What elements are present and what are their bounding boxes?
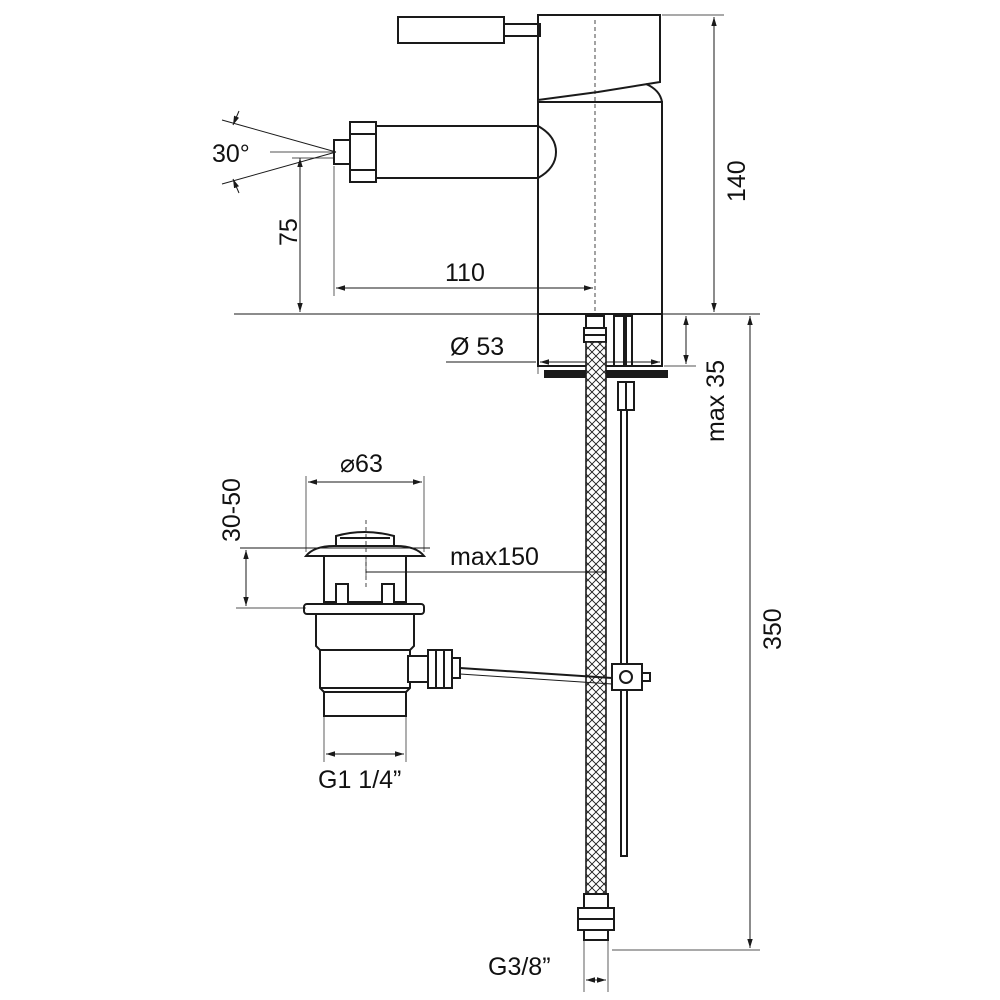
aerator-tip (333, 139, 351, 165)
waste-diameter-dimension: ⌀63 (305, 450, 425, 552)
max-thickness-dimension: max 35 (664, 316, 730, 442)
lever-pin (503, 23, 541, 37)
cap-rounded-side (645, 83, 663, 103)
total-height-dimension: 140 (662, 14, 751, 312)
spout-reach-label: 110 (445, 259, 485, 287)
hose-length-label: 350 (759, 608, 787, 650)
lever-handle (397, 16, 505, 44)
waste-washer (303, 603, 425, 615)
faucet-body (537, 101, 663, 315)
waste-side-nut (427, 649, 453, 689)
total-height-label: 140 (723, 160, 751, 202)
waste-thread-label: G1 1/4” (318, 766, 401, 794)
hose-length-dimension: 350 (612, 316, 787, 951)
rod-length-label: max150 (450, 543, 539, 571)
waste-thread-dimension: G1 1/4” (318, 716, 407, 794)
hose-thread-dimension: G3/8” (488, 940, 609, 992)
body-diameter-label: Ø 53 (450, 333, 504, 361)
spray-angle-label: 30° (212, 140, 250, 168)
waste-range-label: 30-50 (218, 478, 246, 542)
cartridge-cap (537, 14, 661, 102)
spout-reach-dimension: 110 (333, 166, 593, 296)
body-diameter-dimension: Ø 53 (446, 333, 660, 374)
aerator-nozzle (349, 121, 377, 183)
spout-height-dimension: 75 (275, 157, 334, 312)
waste-linkage-rod (459, 667, 613, 679)
spout (375, 125, 558, 179)
hose-braid (585, 341, 607, 895)
faucet-body-group (333, 14, 663, 318)
pop-up-waste (240, 520, 613, 717)
waste-range-dimension: 30-50 (218, 478, 306, 609)
spray-angle-dimension: 30° (212, 110, 337, 194)
max-thickness-label: max 35 (702, 360, 730, 442)
hose-thread-label: G3/8” (488, 953, 551, 981)
waste-diameter-label: ⌀63 (340, 450, 383, 478)
pop-up-rod (611, 409, 651, 857)
spout-height-label: 75 (275, 218, 303, 246)
braided-hose (577, 341, 615, 941)
